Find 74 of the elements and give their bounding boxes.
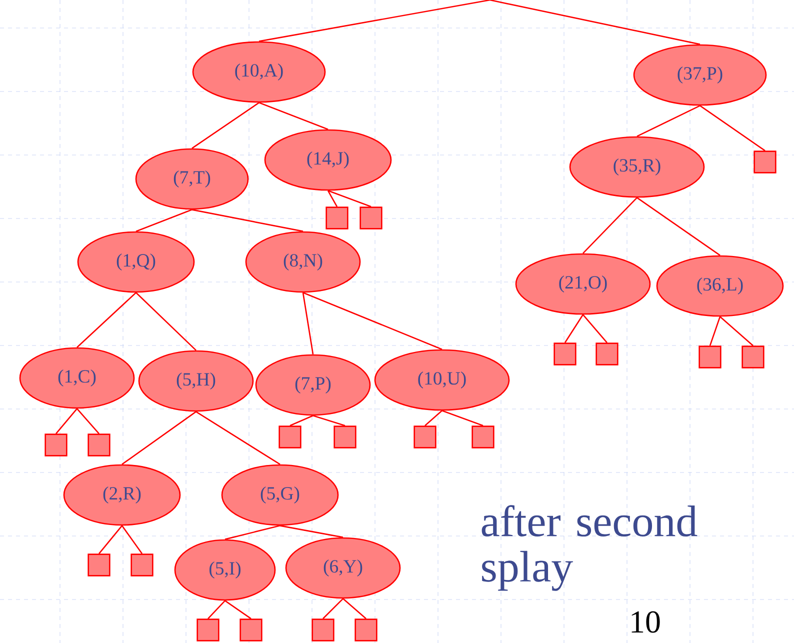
tree-node: (5,I) — [174, 539, 276, 601]
tree-edge — [709, 316, 721, 346]
tree-node: (14,J) — [264, 129, 392, 191]
leaf-square — [44, 434, 68, 456]
tree-node: (1,C) — [19, 347, 135, 409]
tree-edge — [327, 190, 338, 207]
tree-edge — [636, 197, 720, 256]
tree-edge — [208, 600, 226, 620]
leaf-square — [196, 618, 220, 642]
tree-node: (10,A) — [192, 41, 326, 103]
tree-edge — [76, 408, 100, 434]
tree-node: (7,T) — [135, 148, 249, 210]
tree-edge — [312, 415, 346, 426]
tree-edge — [302, 292, 442, 350]
caption-text: after second splay — [482, 505, 698, 591]
tree-edge — [342, 598, 366, 620]
tree-edge — [280, 525, 344, 538]
tree-node: (7,P) — [255, 354, 371, 416]
leaf-square — [88, 434, 110, 456]
tree-node: (1,Q) — [77, 231, 195, 293]
tree-edge — [700, 105, 766, 152]
tree-edge — [196, 411, 280, 465]
leaf-square — [240, 618, 262, 642]
leaf-square — [326, 206, 348, 230]
leaf-square — [472, 426, 494, 448]
tree-edge — [302, 292, 314, 354]
tree-edge — [582, 314, 608, 344]
tree-edge — [192, 209, 304, 232]
leaf-square — [414, 426, 436, 448]
leaf-square — [130, 554, 154, 576]
leaf-square — [554, 342, 576, 366]
tree-edge — [258, 102, 328, 130]
leaf-square — [698, 346, 722, 368]
leaf-square — [596, 342, 618, 366]
tree-edge — [328, 190, 372, 208]
tree-edge — [136, 209, 192, 232]
tree-edge — [322, 598, 344, 620]
tree-edge — [564, 314, 584, 344]
tree-edge — [192, 102, 260, 149]
tree-node: (5,G) — [221, 464, 339, 526]
tree-edge — [424, 410, 442, 426]
tree-node: (5,H) — [138, 350, 254, 412]
leaf-square — [742, 346, 764, 368]
tree-edge — [636, 105, 700, 137]
tree-edge — [98, 525, 123, 554]
leaf-square — [334, 426, 356, 448]
tree-node: (6,Y) — [285, 537, 401, 599]
page-number: 10 — [632, 611, 660, 633]
tree-edge — [442, 410, 484, 426]
tree-edge — [136, 292, 196, 351]
tree-edge — [122, 411, 196, 465]
leaf-square — [354, 618, 378, 642]
tree-node: (10,U) — [374, 349, 510, 411]
tree-node: (2,R) — [63, 464, 181, 526]
leaf-square — [754, 150, 776, 174]
leaf-square — [360, 206, 382, 230]
tree-edge — [121, 525, 143, 554]
leaf-square — [278, 426, 302, 448]
tree-node: (35,R) — [569, 136, 705, 198]
tree-node: (36,L) — [656, 255, 784, 317]
tree-edge — [720, 316, 754, 346]
tree-edge — [224, 525, 280, 540]
leaf-square — [88, 554, 110, 576]
tree-edge — [56, 408, 78, 434]
tree-node: (37,P) — [633, 44, 767, 106]
tree-edge — [258, 0, 490, 42]
tree-node: (21,O) — [515, 253, 651, 315]
tree-edge — [582, 197, 638, 254]
tree-edge — [490, 0, 700, 45]
tree-node: (8,N) — [245, 231, 361, 293]
tree-edge — [76, 292, 136, 348]
tree-edge — [290, 415, 314, 426]
tree-edge — [224, 600, 252, 620]
leaf-square — [312, 618, 334, 642]
